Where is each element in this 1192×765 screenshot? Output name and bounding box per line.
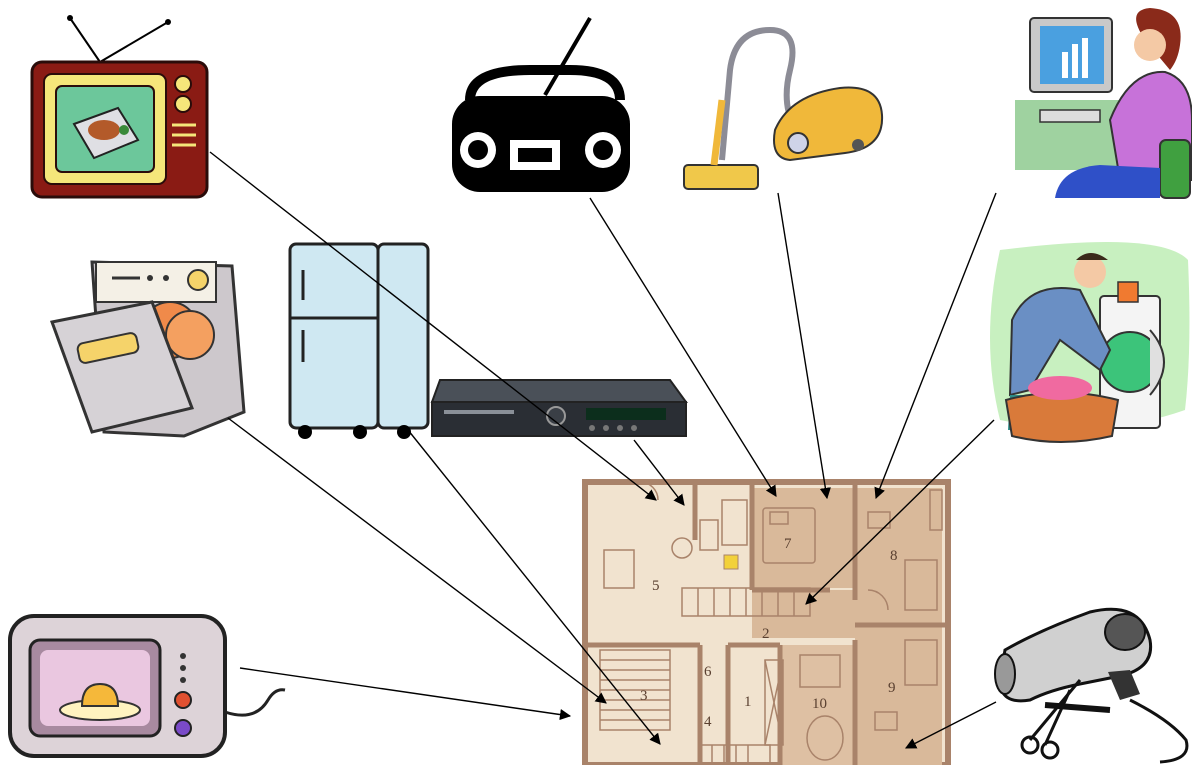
room-number-5: 5 (652, 578, 660, 594)
television-icon (30, 15, 209, 199)
hair-dryer-icon (994, 607, 1189, 764)
vacuum-cleaner-icon (683, 26, 884, 190)
arrow-microwave (239, 667, 572, 721)
room-number-9: 9 (888, 680, 896, 696)
arrow-tv (209, 151, 657, 501)
arrow-boombox (589, 197, 777, 497)
arrow-hairdryer (905, 701, 997, 749)
microwave-oven-icon (8, 614, 286, 758)
arrow-vacuum (777, 192, 831, 500)
room-number-7: 7 (784, 536, 792, 552)
room-number-2: 2 (762, 626, 770, 642)
room-number-1: 1 (744, 694, 752, 710)
boombox-icon (452, 16, 630, 192)
washing-machine-icon (990, 242, 1190, 443)
arrow-dvd (633, 439, 685, 506)
room-number-10: 10 (812, 696, 827, 712)
computer-user-icon (1015, 8, 1192, 199)
room-number-3: 3 (640, 688, 648, 704)
dvd-player-icon (430, 379, 688, 437)
arrow-dishwasher (227, 417, 607, 704)
connector-arrows (209, 151, 997, 749)
floor-plan: 1 2 3 4 5 6 7 8 9 10 (582, 479, 951, 765)
arrow-fridge (407, 429, 661, 745)
refrigerator-icon (288, 242, 430, 439)
room-number-4: 4 (704, 714, 712, 730)
room-number-8: 8 (890, 548, 898, 564)
arrow-computer (874, 192, 997, 500)
arrow-washer (805, 419, 995, 605)
room-number-6: 6 (704, 664, 712, 680)
dishwasher-icon (49, 260, 246, 438)
